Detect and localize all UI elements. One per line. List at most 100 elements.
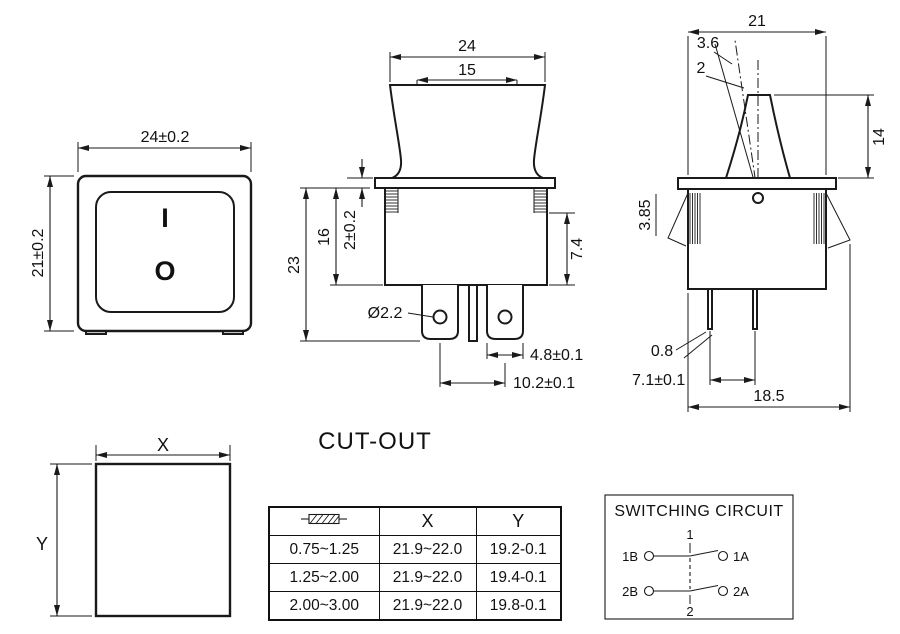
cutout-view: X Y [36, 435, 232, 618]
contact-1b [643, 550, 655, 562]
housing-end [687, 188, 827, 290]
on-symbol: I [161, 203, 169, 233]
cutout-table: X Y 0.75~1.25 21.9~22.0 19.2-0.1 1.25~2.… [268, 506, 562, 621]
retaining-clip-right [825, 192, 851, 249]
terminal-label-2a: 2A [733, 584, 749, 599]
dim-label-y: Y [36, 534, 48, 554]
dim-label-end-top-width: 21 [748, 13, 766, 30]
flange [374, 177, 556, 189]
side-top-width-dimension: 24 [389, 38, 546, 82]
pivot-hole [752, 192, 764, 204]
panel-thickness-icon [301, 513, 348, 525]
circuit-pole-1: 1B 1A 1 [622, 527, 749, 564]
side-terminal-zone-dimension: 7.4 [549, 212, 586, 286]
side-hole-diameter-callout: Ø2.2 [368, 305, 434, 322]
depth-dimension: 18.5 [687, 244, 851, 412]
housing [384, 187, 548, 286]
cell-x: 21.9~22.0 [378, 535, 477, 564]
front-height-dimension: 21±0.2 [30, 175, 74, 332]
panel-thickness-header [268, 506, 380, 536]
switch-front-body: I O [76, 174, 253, 335]
dim-label-depth: 18.5 [753, 388, 784, 405]
side-actuator-width-dimension: 15 [416, 62, 518, 86]
table-row: 1.25~2.00 21.9~22.0 19.4-0.1 [268, 563, 562, 592]
switching-circuit: SWITCHING CIRCUIT 1B 1A 1 2B 2A 2 [604, 494, 794, 620]
dim-label-actuator-width: 15 [458, 62, 476, 79]
terminal-hole-left [432, 309, 448, 325]
dim-label-pin-pitch: 7.1±0.1 [632, 372, 685, 389]
end-flange-dimension: 3.85 [637, 194, 657, 236]
contact-2b [643, 585, 655, 597]
cutout-y-dimension: Y [36, 463, 92, 617]
dim-label-top-width: 24 [458, 38, 476, 55]
cutout-x-dimension: X [95, 435, 231, 461]
position-label-1: 1 [686, 527, 693, 542]
side-switch-body [374, 84, 556, 342]
dim-label-body-height: 16 [316, 228, 333, 246]
center-terminal [468, 284, 478, 342]
off-symbol: O [154, 256, 175, 286]
end-top-width-dimension: 21 [687, 13, 827, 175]
end-actuator-height-dimension: 14 [774, 94, 888, 179]
dim-label-terminal-width: 4.8±0.1 [530, 347, 583, 364]
side-body-height-dimension: 16 [316, 188, 383, 286]
rocker-travel-dimensions: 3.6 2 [697, 35, 760, 215]
switch-blade-2 [689, 584, 719, 592]
pin-thickness-callout: 0.8 [651, 331, 713, 360]
rib-hatching-right [534, 190, 547, 213]
contact-1a [717, 550, 729, 562]
terminal-right [486, 285, 524, 340]
table-header-row: X Y [268, 506, 562, 536]
cell-thickness: 0.75~1.25 [268, 535, 380, 564]
front-view: 24±0.2 21±0.2 I O [30, 129, 253, 335]
side-flange-thickness-dimension: 2±0.2 [342, 159, 373, 250]
rib-texture-left [689, 193, 701, 244]
rocker-actuator [95, 191, 235, 313]
pin-pitch-dimension: 7.1±0.1 [632, 331, 756, 389]
switch-blade-1 [689, 549, 719, 557]
terminal-label-1a: 1A [733, 549, 749, 564]
cutout-title: CUT-OUT [318, 428, 432, 455]
contact-2a [717, 585, 729, 597]
dim-label-terminal-pitch: 10.2±0.1 [513, 375, 575, 392]
column-header-x: X [378, 506, 477, 536]
dim-label-total-height: 23 [286, 256, 303, 274]
cell-y: 19.4-0.1 [475, 563, 562, 592]
dim-label-terminal-zone: 7.4 [569, 238, 586, 260]
terminal-hole-right [497, 309, 513, 325]
dim-label-flange-thickness: 2±0.2 [342, 210, 359, 250]
cell-thickness: 2.00~3.00 [268, 591, 380, 621]
flange-end [677, 177, 837, 190]
dim-label-x: X [157, 435, 169, 455]
rocker-profile [388, 84, 547, 179]
terminal-left [421, 285, 459, 340]
side-terminal-width-dimension: 4.8±0.1 [486, 343, 583, 364]
cell-y: 19.8-0.1 [475, 591, 562, 621]
terminal-label-1b: 1B [622, 549, 638, 564]
rib-texture-right [813, 193, 825, 244]
side-view: 24 15 [286, 38, 586, 392]
column-header-y: Y [475, 506, 562, 536]
pin-left [707, 288, 713, 330]
cell-thickness: 1.25~2.00 [268, 563, 380, 592]
dim-label-pin-thickness: 0.8 [651, 343, 673, 360]
front-width-dimension: 24±0.2 [77, 129, 252, 172]
retaining-clip-left [667, 192, 689, 247]
end-switch-body [667, 94, 851, 330]
dim-label-height: 21±0.2 [30, 228, 47, 277]
cell-y: 19.2-0.1 [475, 535, 562, 564]
dim-label-hole-dia: Ø2.2 [368, 305, 403, 322]
table-row: 2.00~3.00 21.9~22.0 19.8-0.1 [268, 591, 562, 621]
dim-label-actuator-height: 14 [871, 128, 888, 146]
circuit-pole-2: 2B 2A 2 [622, 584, 749, 619]
dim-label-width: 24±0.2 [141, 129, 190, 146]
position-label-2: 2 [686, 604, 693, 619]
dim-label-flange: 3.85 [637, 199, 654, 230]
circuit-border [604, 494, 794, 620]
cell-x: 21.9~22.0 [378, 563, 477, 592]
rib-hatching-left [385, 190, 398, 213]
cutout-rectangle [94, 462, 232, 618]
side-terminal-pitch-dimension: 10.2±0.1 [439, 343, 575, 392]
cell-x: 21.9~22.0 [378, 591, 477, 621]
